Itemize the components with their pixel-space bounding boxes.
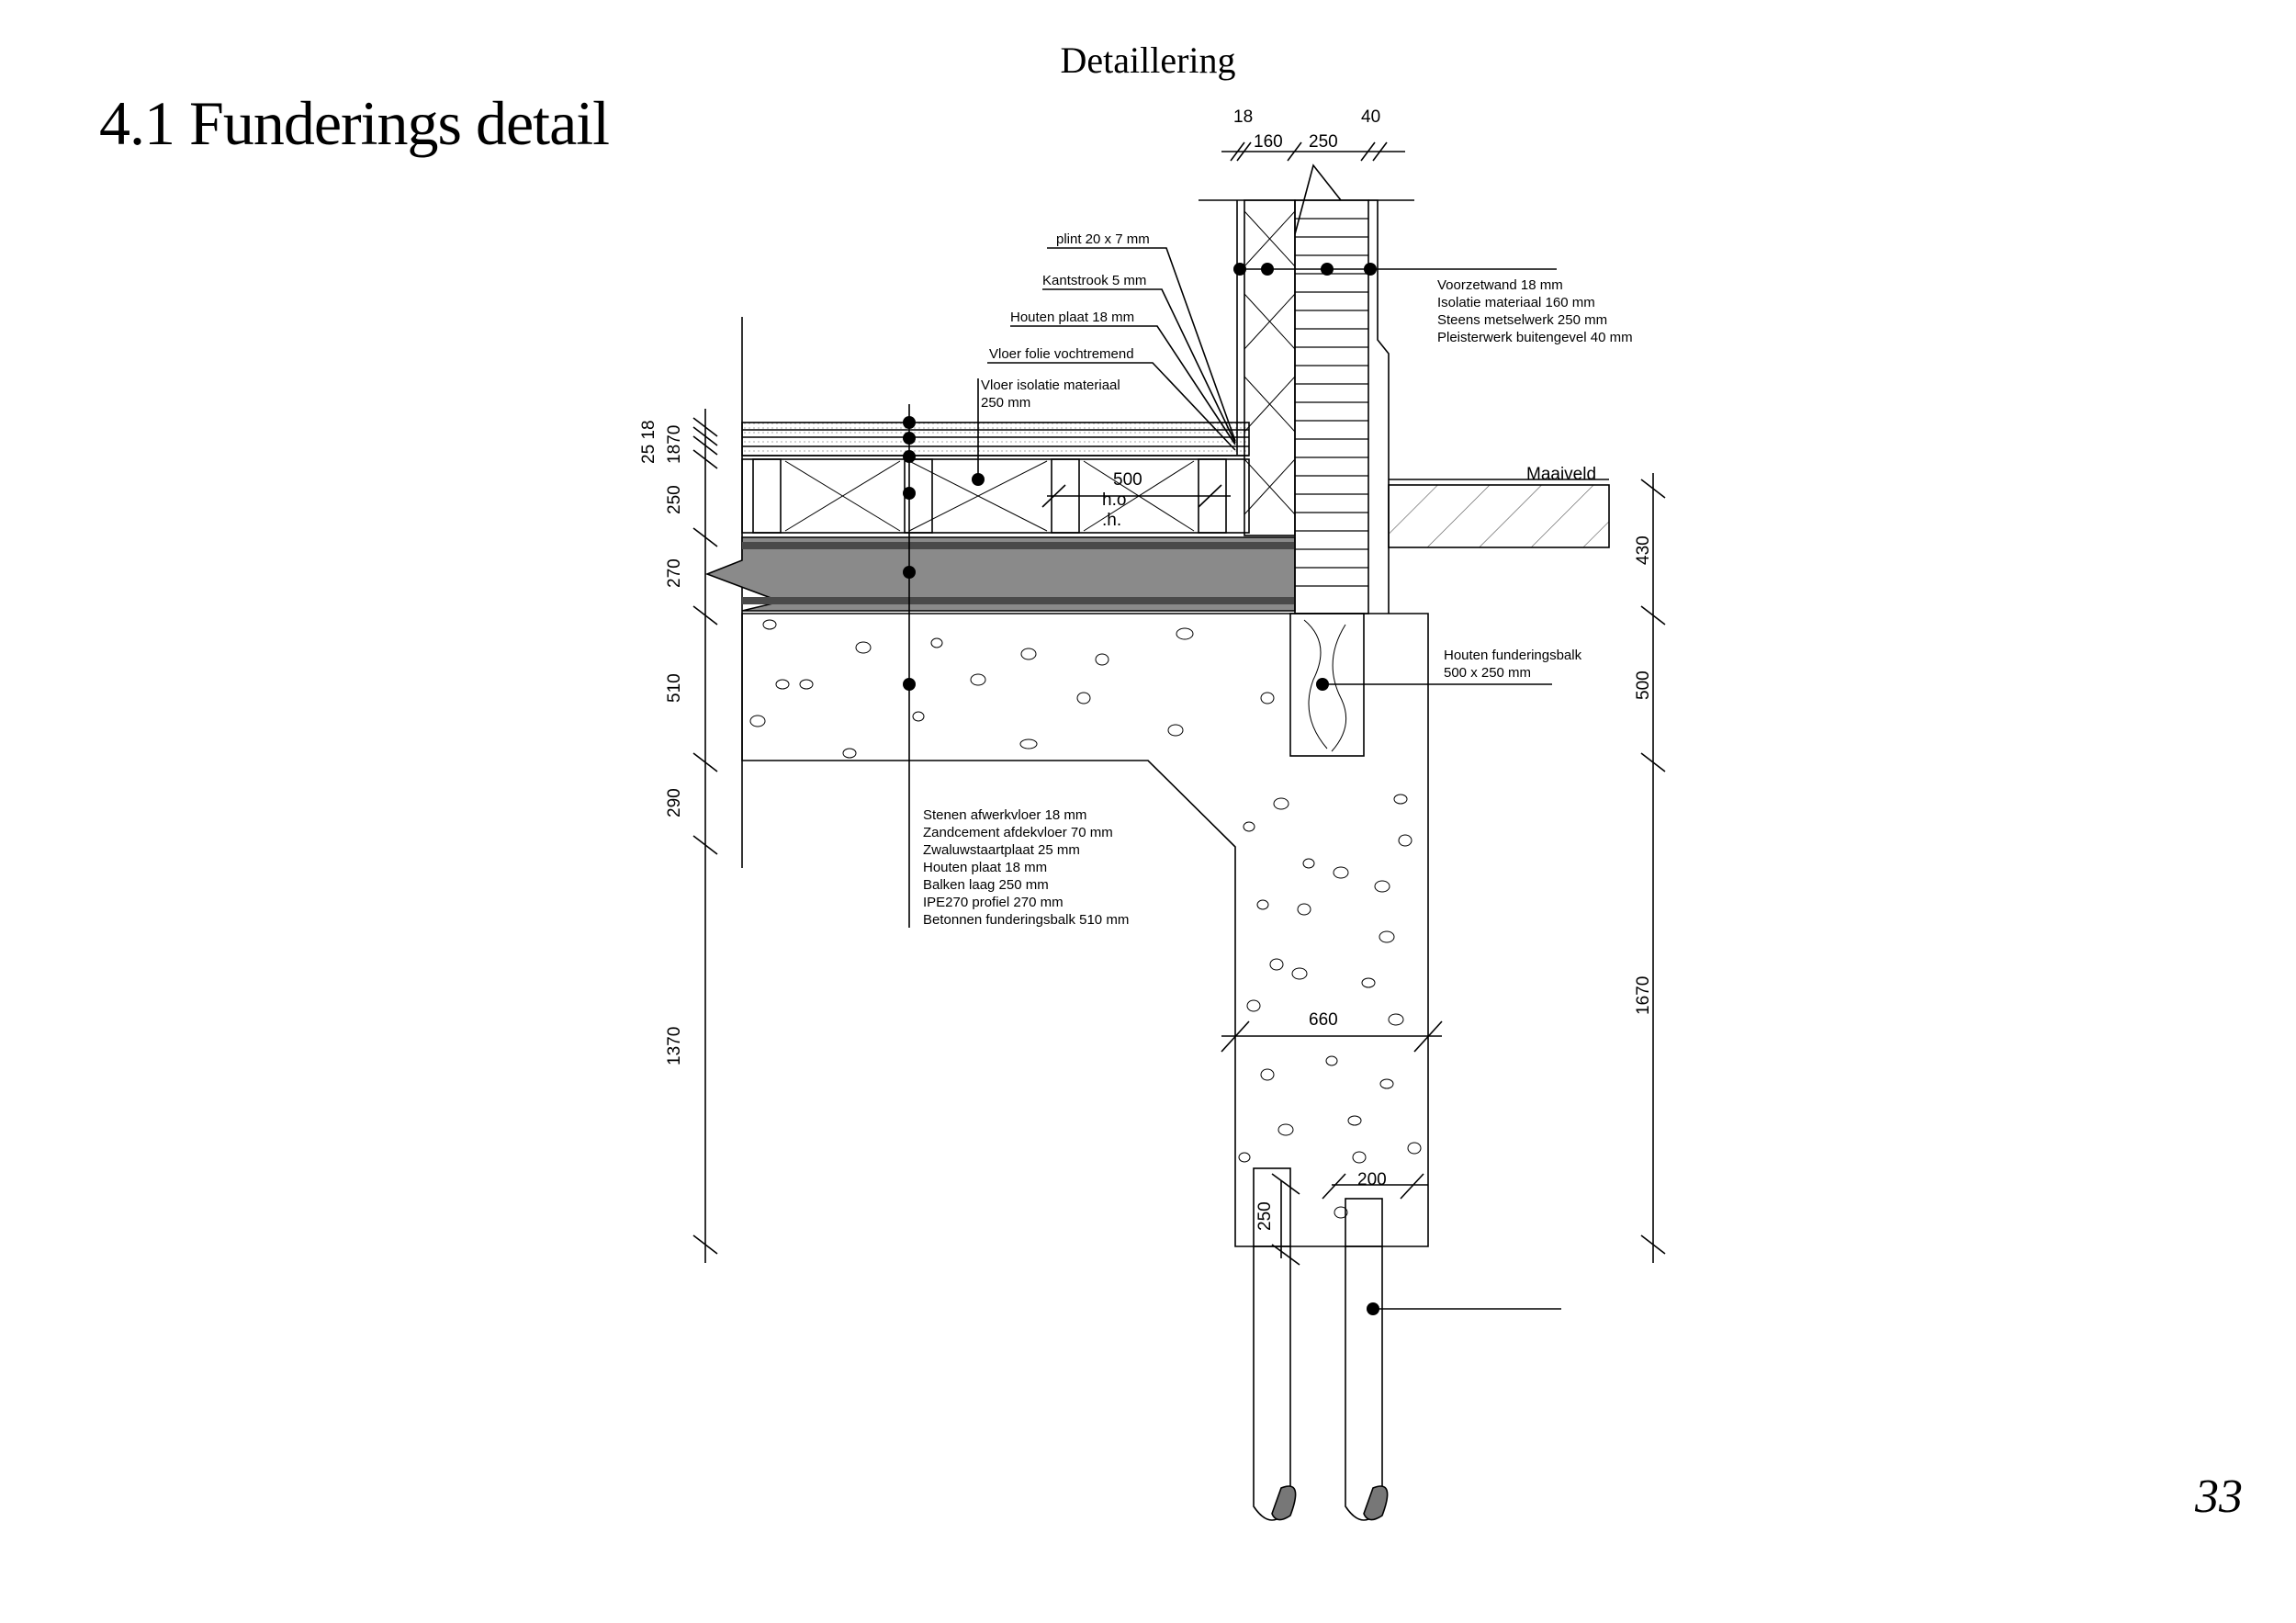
dim-left-25-18: 25 18 <box>639 420 658 464</box>
dim-left-290: 290 <box>665 788 684 817</box>
label-hoh-2: .h. <box>1102 511 1121 530</box>
brick-courses <box>1295 218 1368 587</box>
label-kantstrook: Kantstrook 5 mm <box>1042 273 1146 288</box>
section-header: Detaillering <box>1060 39 1236 81</box>
dim-left-270: 270 <box>665 558 684 588</box>
dim-left-510: 510 <box>665 673 684 703</box>
joist <box>752 458 782 534</box>
dim-right-500: 500 <box>1634 671 1653 700</box>
dim-left-1870: 1870 <box>665 425 684 464</box>
dim-joist-500: 500 <box>1113 470 1142 490</box>
label-houten-balk: Houten funderingsbalk <box>1444 648 1582 663</box>
floor-layer-5: Balken laag 250 mm <box>923 877 1049 893</box>
dim-left-1370: 1370 <box>665 1027 684 1065</box>
wall-layer-1: Voorzetwand 18 mm <box>1437 277 1563 293</box>
dim-right-430: 430 <box>1634 535 1653 565</box>
floor-layer-4: Houten plaat 18 mm <box>923 860 1047 875</box>
dim-top-18: 18 <box>1233 107 1253 127</box>
wall-layer-2: Isolatie materiaal 160 mm <box>1437 295 1595 310</box>
leader-markers <box>903 263 1379 1315</box>
label-vloer-folie: Vloer folie vochtremend <box>989 346 1134 362</box>
label-houten-plaat: Houten plaat 18 mm <box>1010 310 1134 325</box>
page-title: 4.1 Funderings detail <box>99 88 610 158</box>
dim-pile-250: 250 <box>1255 1201 1275 1231</box>
dim-top-40: 40 <box>1361 107 1380 127</box>
label-vloer-isolatie: Vloer isolatie materiaal <box>981 378 1120 393</box>
label-plint: plint 20 x 7 mm <box>1056 231 1150 247</box>
floor-layer-1: Stenen afwerkvloer 18 mm <box>923 807 1086 823</box>
leader-lines <box>908 247 1561 1310</box>
dim-left-250: 250 <box>665 485 684 514</box>
concrete-foundation-beam <box>741 613 1429 1247</box>
label-maaiveld: Maaiveld <box>1526 465 1596 484</box>
floor-layer-3: Zwaluwstaartplaat 25 mm <box>923 842 1080 858</box>
dim-pile-200: 200 <box>1357 1170 1387 1189</box>
dim-right-1670: 1670 <box>1634 976 1653 1015</box>
pile-left <box>1253 1246 1291 1521</box>
label-vloer-isolatie-size: 250 mm <box>981 395 1030 411</box>
wall-layer-3: Steens metselwerk 250 mm <box>1437 312 1607 328</box>
dim-top-160: 160 <box>1254 132 1283 152</box>
floor-layer-2: Zandcement afdekvloer 70 mm <box>923 825 1113 840</box>
maaiveld-soil <box>1388 484 1610 548</box>
concrete-aggregate <box>749 619 1422 1219</box>
dim-top-250: 250 <box>1309 132 1338 152</box>
floor-finish-layers <box>741 422 1250 456</box>
floor-layer-7: Betonnen funderingsbalk 510 mm <box>923 912 1129 928</box>
label-houten-balk-size: 500 x 250 mm <box>1444 665 1531 681</box>
label-hoh: h.o <box>1102 490 1126 510</box>
wall-insulation <box>1244 199 1296 536</box>
floor-layer-6: IPE270 profiel 270 mm <box>923 895 1064 910</box>
floor-insulation-layer <box>741 458 1250 534</box>
pile-right <box>1345 1246 1383 1521</box>
brick-wall <box>1294 199 1369 614</box>
wall-layer-4: Pleisterwerk buitengevel 40 mm <box>1437 330 1633 345</box>
dim-footing-660: 660 <box>1309 1010 1338 1030</box>
page-number: 33 <box>2195 1471 2243 1523</box>
